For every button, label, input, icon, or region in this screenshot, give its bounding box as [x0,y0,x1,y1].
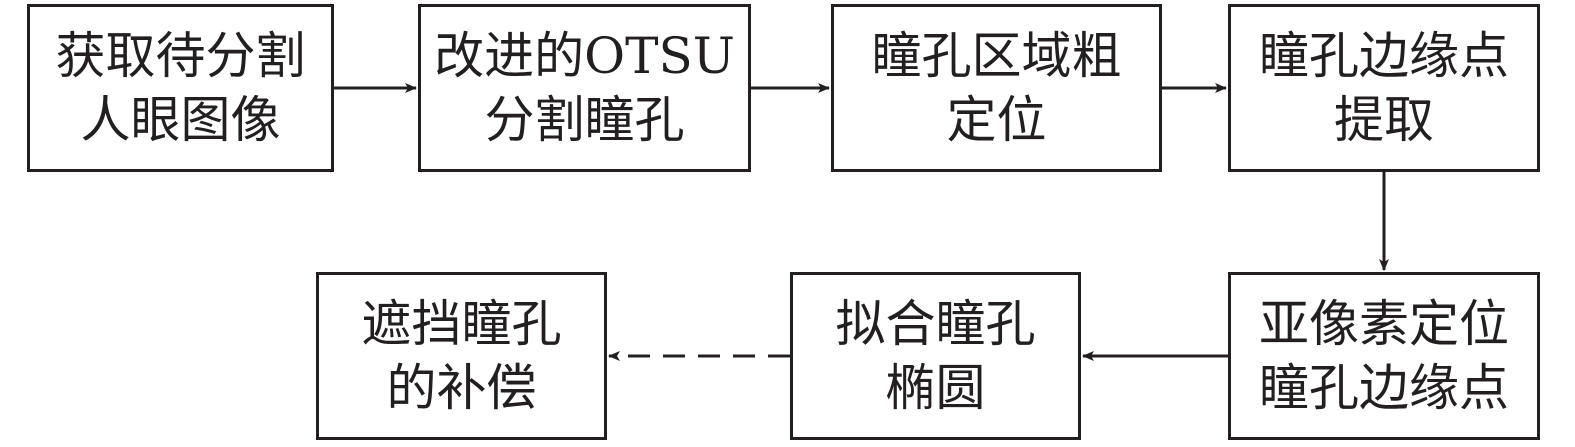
node-label-line: 定位 [946,91,1047,149]
node-label-line: 瞳孔边缘点 [1259,359,1509,417]
node-label-line: 亚像素定位 [1259,295,1509,353]
node-label-line: 拟合瞳孔 [835,295,1036,353]
node-label-line: 的补偿 [386,359,537,417]
node-label-line: 获取待分割 [55,27,306,85]
node-edge-point-extraction: 瞳孔边缘点 提取 [1228,4,1540,172]
node-label-line: 提取 [1334,91,1434,149]
node-label-line: 遮挡瞳孔 [361,295,562,353]
node-subpixel-edge-points: 亚像素定位 瞳孔边缘点 [1228,272,1540,440]
node-label-line: 人眼图像 [80,91,281,149]
node-coarse-localization: 瞳孔区域粗 定位 [831,4,1162,172]
node-occlusion-compensation: 遮挡瞳孔 的补偿 [316,272,607,440]
node-fit-ellipse: 拟合瞳孔 椭圆 [790,272,1081,440]
node-label-line: 改进的OTSU [434,27,735,85]
node-label-line: 瞳孔区域粗 [871,27,1122,85]
node-acquire-eye-image: 获取待分割 人眼图像 [27,4,334,172]
node-improved-otsu: 改进的OTSU 分割瞳孔 [418,4,751,172]
node-label-line: 椭圆 [885,359,986,417]
node-label-line: 分割瞳孔 [484,91,685,149]
node-label-line: 瞳孔边缘点 [1259,27,1509,85]
